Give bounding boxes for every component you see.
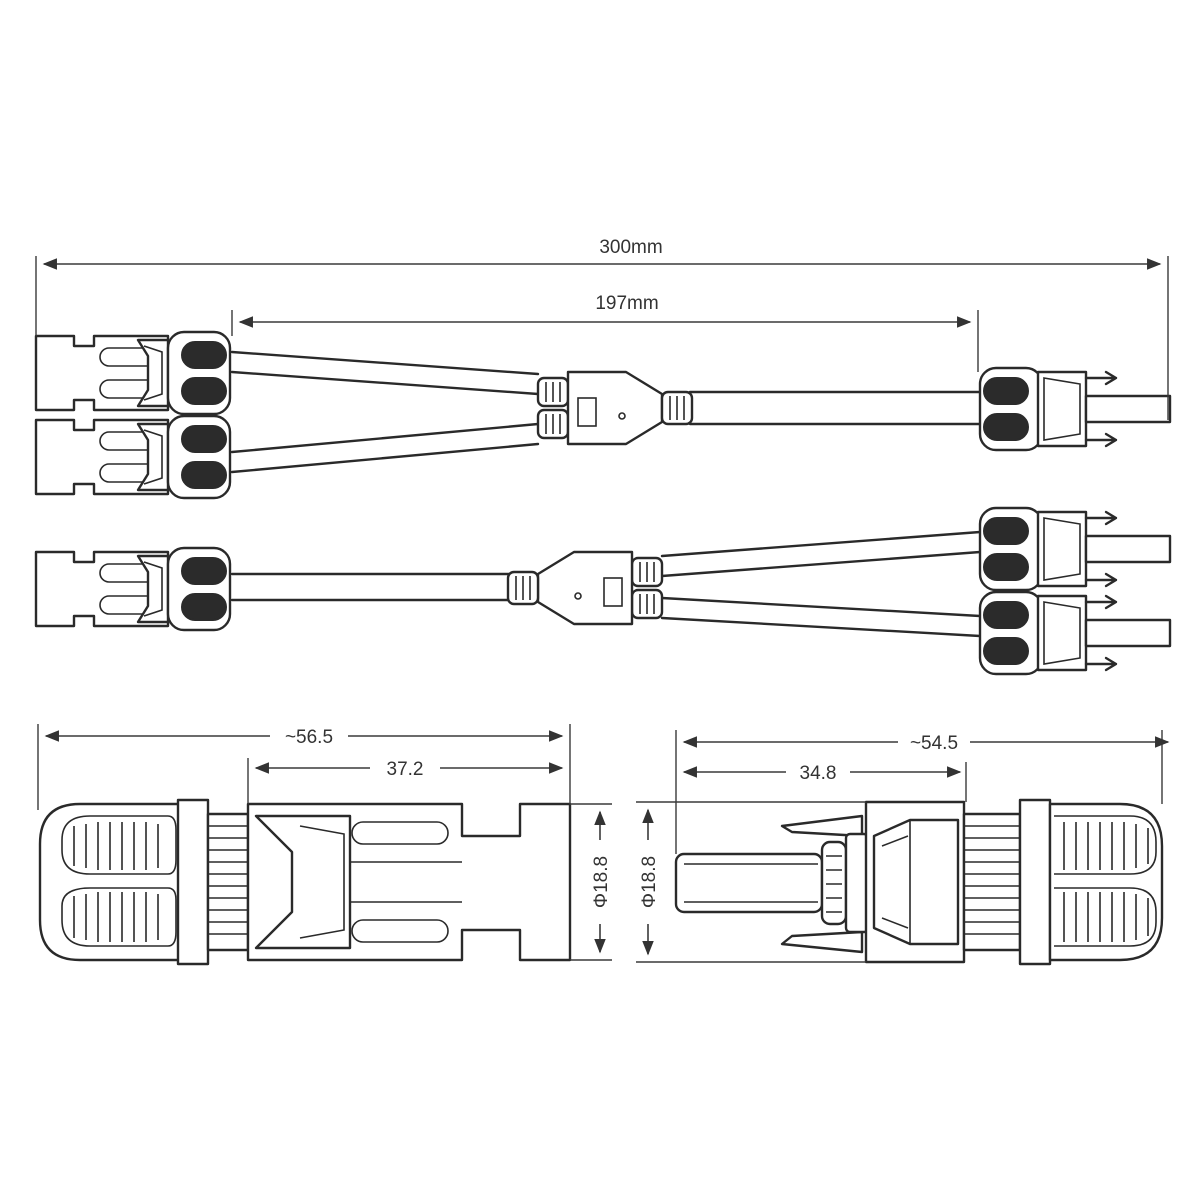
y-branch-hub xyxy=(506,550,664,626)
dimension-label-male-body: 34.8 xyxy=(800,763,837,784)
thread xyxy=(962,812,1022,952)
male-pin xyxy=(674,852,824,914)
y-branch-hub xyxy=(536,370,694,446)
dimension-branch-length: 197mm xyxy=(231,290,979,372)
female-connector xyxy=(34,330,232,416)
dimension-female-overall: ~56.5 xyxy=(37,724,571,810)
dimension-label-female-body: 37.2 xyxy=(387,759,424,780)
dimension-label-branch: 197mm xyxy=(595,293,658,314)
cable xyxy=(230,350,540,376)
male-connector xyxy=(978,366,1172,452)
cable xyxy=(230,572,512,602)
female-connector xyxy=(34,414,232,500)
y-branch-female-assembly xyxy=(34,330,1172,500)
dimension-label-total: 300mm xyxy=(599,237,662,258)
dimension-label-male-diameter: Φ18.8 xyxy=(639,856,660,908)
locking-nut xyxy=(1048,802,1164,962)
male-connector xyxy=(978,590,1172,676)
dimension-label-female-diameter: Φ18.8 xyxy=(591,856,612,908)
dimension-total-length: 300mm xyxy=(35,232,1169,420)
dimension-label-female-overall: ~56.5 xyxy=(285,727,333,748)
dimension-female-body: 37.2 xyxy=(247,756,564,804)
female-connector-detail xyxy=(38,798,572,966)
female-connector xyxy=(34,546,232,632)
dimension-male-body: 34.8 xyxy=(682,760,967,802)
male-connector-detail xyxy=(674,798,1164,966)
cable xyxy=(230,442,540,474)
cable xyxy=(660,596,982,638)
y-branch-male-assembly xyxy=(34,506,1172,676)
dimension-female-diameter: Φ18.8 xyxy=(570,803,612,961)
cable xyxy=(230,370,540,396)
locking-nut xyxy=(38,802,182,962)
cable xyxy=(688,390,982,426)
dimension-male-diameter: Φ18.8 xyxy=(636,801,866,963)
cable xyxy=(230,422,540,454)
male-connector xyxy=(978,506,1172,592)
dimension-male-overall: ~54.5 xyxy=(675,730,1170,854)
latch-arm xyxy=(780,930,864,954)
dimension-label-male-overall: ~54.5 xyxy=(910,733,958,754)
cable xyxy=(660,530,982,578)
thread xyxy=(206,812,250,952)
